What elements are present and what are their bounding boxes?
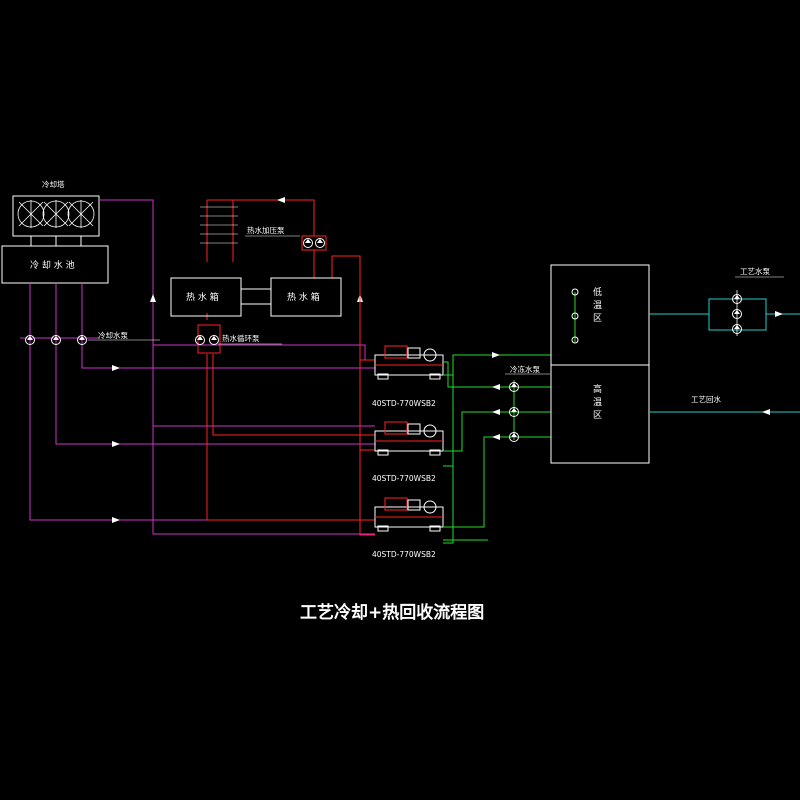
chilled-water-pipes bbox=[443, 354, 551, 544]
process-water-pipes bbox=[649, 298, 800, 413]
fan-icon bbox=[67, 200, 95, 228]
pump-icon bbox=[25, 335, 35, 345]
high-temp-zone-char-2: 温 bbox=[593, 397, 602, 408]
hot-circ-pumps bbox=[195, 324, 221, 354]
valve-icon bbox=[571, 312, 579, 320]
high-temp-zone-char-3: 区 bbox=[593, 410, 602, 421]
process-pump-label: 工艺水泵 bbox=[740, 266, 770, 276]
pump-icon bbox=[77, 335, 87, 345]
hot-tank-left: 热 水 箱 bbox=[170, 277, 242, 317]
pump-icon bbox=[51, 335, 61, 345]
valve-icon bbox=[571, 288, 579, 296]
flow-arrow-icon bbox=[762, 311, 783, 415]
chiller-icon bbox=[374, 497, 444, 532]
pump-icon bbox=[732, 309, 742, 319]
low-temp-zone-char-3: 区 bbox=[593, 313, 602, 324]
chiller-1: 40STD-770WSB2 bbox=[372, 345, 444, 408]
pump-icon bbox=[209, 335, 219, 345]
chiller-1-label: 40STD-770WSB2 bbox=[372, 399, 436, 408]
chiller-icon bbox=[374, 345, 444, 380]
cooling-pump-label: 冷却水泵 bbox=[98, 330, 128, 340]
pump-icon bbox=[509, 382, 519, 392]
chilled-pump-label: 冷冻水泵 bbox=[510, 364, 540, 374]
flow-arrow-icon bbox=[112, 294, 363, 523]
pump-icon bbox=[732, 324, 742, 334]
hot-booster-pump-label: 热水加压泵 bbox=[247, 225, 285, 235]
cooling-tower: 冷却塔 bbox=[12, 179, 100, 246]
low-temp-zone: 低 温 区 bbox=[550, 264, 650, 366]
pump-icon bbox=[732, 294, 742, 304]
chiller-2: 40STD-770WSB2 bbox=[372, 421, 444, 483]
pump-icon bbox=[509, 432, 519, 442]
cooling-tower-label: 冷却塔 bbox=[42, 179, 65, 189]
cooling-pool bbox=[1, 245, 109, 284]
chiller-icon bbox=[374, 421, 444, 456]
high-temp-zone-char-1: 高 bbox=[593, 383, 602, 395]
hot-tank-left-label: 热 水 箱 bbox=[186, 291, 219, 303]
high-temp-zone: 高 温 区 bbox=[550, 364, 650, 464]
hot-tank-right: 热 水 箱 bbox=[270, 277, 342, 317]
chiller-3-label: 40STD-770WSB2 bbox=[372, 550, 436, 559]
fan-icon bbox=[17, 200, 45, 228]
pump-icon bbox=[195, 335, 205, 345]
hot-tank-right-label: 热 水 箱 bbox=[287, 291, 320, 303]
flow-arrow-icon bbox=[277, 197, 285, 203]
cooling-pool-label: 冷 却 水 池 bbox=[30, 259, 75, 271]
low-temp-zone-char-1: 低 bbox=[593, 286, 602, 298]
hot-booster-pumps bbox=[301, 235, 327, 251]
pump-icon bbox=[315, 238, 325, 248]
hot-water-spray-bars bbox=[200, 206, 238, 244]
process-return-label: 工艺回水 bbox=[691, 394, 721, 404]
pump-icon bbox=[303, 238, 313, 248]
pump-icon bbox=[509, 407, 519, 417]
chiller-3: 40STD-770WSB2 bbox=[372, 497, 444, 559]
flow-arrow-icon bbox=[492, 352, 500, 440]
diagram-title: 工艺冷却+热回收流程图 bbox=[300, 602, 484, 623]
valve-icon bbox=[571, 336, 579, 344]
process-pumps bbox=[732, 290, 742, 336]
fan-icon bbox=[42, 200, 70, 228]
chiller-2-label: 40STD-770WSB2 bbox=[372, 474, 436, 483]
low-temp-zone-char-2: 温 bbox=[593, 300, 602, 311]
cooling-pumps bbox=[25, 335, 87, 345]
hot-circ-pump-label: 热水循环泵 bbox=[222, 333, 260, 343]
hot-water-pipes bbox=[206, 199, 375, 536]
chilled-pumps bbox=[509, 382, 519, 442]
